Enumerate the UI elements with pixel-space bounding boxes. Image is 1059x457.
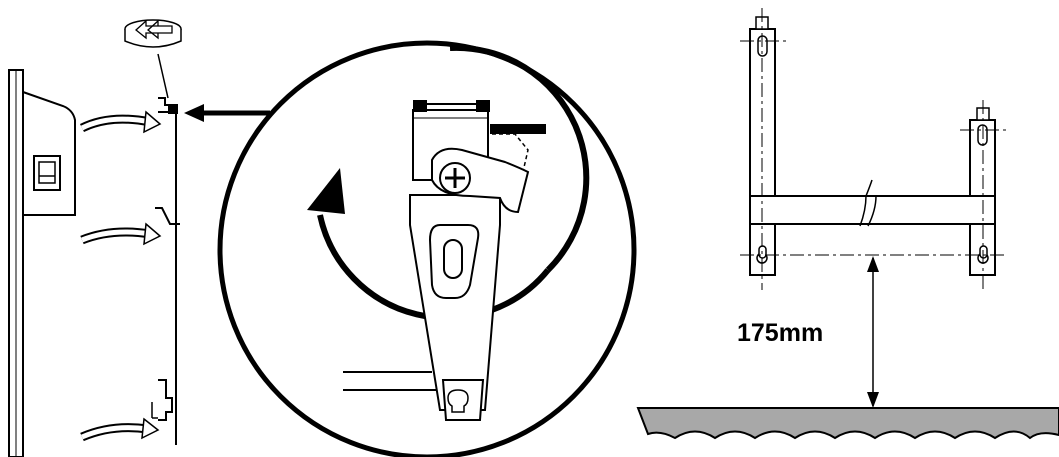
device-body	[22, 90, 76, 216]
dimension-arrow-bottom	[867, 392, 879, 408]
top-latch	[158, 97, 178, 114]
latch-bar	[490, 124, 546, 134]
rotation-arc-right	[449, 44, 590, 273]
insert-arrow-bottom-head	[141, 417, 160, 440]
bracket-crossbar	[749, 195, 996, 225]
front-view: 175mm	[636, 8, 1059, 440]
floor-surface	[636, 407, 1059, 440]
bottom-clip	[151, 379, 173, 421]
rotate-leader-line	[157, 53, 169, 99]
rotation-arrowhead	[307, 168, 345, 214]
switch-inner	[38, 161, 56, 184]
latch-detail	[217, 40, 637, 457]
side-view	[8, 19, 270, 457]
insert-arrow-top-head	[143, 110, 162, 134]
middle-hook	[155, 207, 180, 225]
rotate-icon	[124, 19, 182, 48]
rotation-arc-bottom	[317, 214, 551, 321]
insert-arrow-middle-head	[143, 222, 162, 246]
dimension-arrow-top	[867, 256, 879, 272]
center-lines	[740, 8, 1008, 290]
clearance-dimension-label: 175mm	[737, 319, 823, 347]
